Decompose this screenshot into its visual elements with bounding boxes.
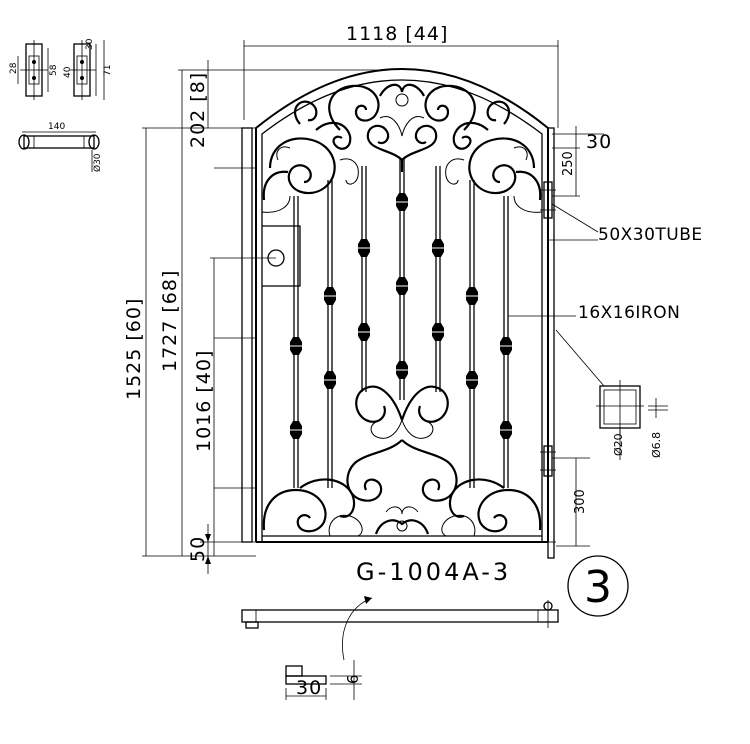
- hinge-bottom-height-label: 300: [573, 489, 588, 514]
- sheet-number: 3: [584, 562, 612, 613]
- gate-frame: [241, 68, 555, 559]
- ground-clearance-label: 50: [187, 536, 209, 562]
- width-label: 1118 [44]: [346, 23, 448, 45]
- bar-collars: [290, 193, 512, 439]
- plate-dim-2: 58: [49, 64, 59, 76]
- plan-view: [241, 596, 559, 661]
- top-scrollwork: [261, 83, 543, 213]
- tube-label: 50X30TUBE: [598, 225, 703, 245]
- right-dimensions: 30 250 50X30TUBE 16X16IRON Ø20 Ø6.8 300: [508, 126, 703, 547]
- hinge-plate-detail-1: 28 58: [9, 40, 59, 100]
- plate-dim-5: 71: [103, 65, 113, 76]
- stop-height-label: 6: [344, 673, 362, 684]
- height-1525-label: 1525 [60]: [123, 298, 145, 400]
- plate-dim-1: 28: [9, 62, 19, 74]
- sheet-number-circle: 3: [567, 555, 629, 617]
- iron-label: 16X16IRON: [578, 303, 680, 323]
- hinge-bracket-detail: 140 Ø30: [18, 122, 103, 172]
- hinge-pin-dia-label: Ø20: [612, 433, 625, 456]
- plate-dim-4: 40: [63, 66, 73, 78]
- bottom-scrollwork: [262, 385, 542, 537]
- width-dimension: 1118 [44]: [243, 23, 559, 128]
- bracket-dia-dim: Ø30: [92, 153, 103, 172]
- stop-detail: 30 6: [285, 660, 362, 700]
- plate-dim-3: 30: [85, 38, 95, 50]
- model-code: G-1004A-3: [356, 558, 511, 586]
- stop-width-label: 30: [296, 677, 322, 699]
- bracket-width-dim: 140: [48, 122, 65, 132]
- latch-height-label: 1016 [40]: [193, 350, 215, 452]
- hinge-plate-detail-2: 30 40 71: [63, 38, 113, 100]
- arch-rise-label: 202 [8]: [187, 72, 209, 148]
- left-dimensions: 1525 [60] 1727 [68] 202 [8] 1016 [40] 50: [123, 60, 384, 574]
- hinge-top-height-label: 250: [561, 151, 576, 176]
- height-1727-label: 1727 [68]: [159, 270, 181, 372]
- hinge-hole-dia-label: Ø6.8: [650, 432, 663, 458]
- hinge-top-offset-label: 30: [586, 131, 612, 153]
